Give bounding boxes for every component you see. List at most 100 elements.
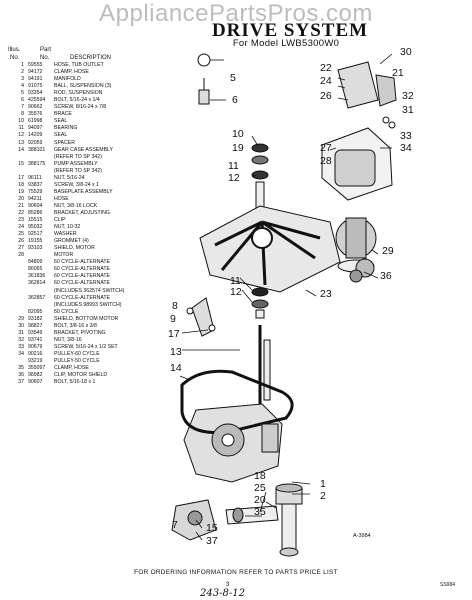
part-number-index: 17 — [18, 174, 24, 181]
page-number: 3 — [226, 582, 230, 588]
part-description: MOTOR — [54, 252, 74, 259]
part-description: CLIP — [54, 217, 66, 224]
part-number: 94097 — [28, 125, 43, 132]
part-number-index: 24 — [18, 224, 24, 231]
part-number: 85286 — [28, 209, 43, 216]
part-number: 59555 — [28, 62, 43, 68]
part-description: (INCLUDES 362574 SWITCH) — [54, 287, 125, 294]
part-description: BOLT, 3/8-16 x 3/8 — [54, 322, 97, 329]
tub-outlet-hose — [281, 503, 297, 553]
part-number: 388175 — [28, 160, 46, 167]
part-number-index: 27 — [18, 245, 24, 252]
parts-row: 8 35576 BRACE — [7, 111, 167, 118]
part-description: BOLT, 5/16-24 x 1/4 — [54, 97, 100, 104]
part-number-index: 6 — [21, 97, 24, 104]
part-number-index: 23 — [18, 217, 24, 224]
ordering-footer: FOR ORDERING INFORMATION REFER TO PARTS … — [134, 569, 338, 576]
part-description: SHIELD, MOTOR — [54, 245, 95, 252]
callout-29: 29 — [382, 245, 394, 257]
part-number: 362814 — [28, 280, 46, 287]
part-number-index: 33 — [18, 343, 24, 350]
part-number-index: 15 — [18, 160, 24, 167]
part-number-index: 3 — [21, 76, 24, 83]
part-description: PUMP ASSEMBLY — [54, 160, 98, 167]
part-description: BRACKET, PIVOTING — [54, 329, 106, 336]
part-description: CLAMP, HOSE — [54, 365, 89, 372]
callout-5: 5 — [230, 72, 236, 84]
part-description: BRACE — [54, 111, 72, 118]
part-number-index: 32 — [18, 336, 24, 343]
part-number-index: 5 — [21, 90, 24, 97]
part-description: 60 CYCLE-ALTERNATE — [54, 294, 111, 301]
parts-row: (INCLUDES 362574 SWITCH) — [7, 288, 167, 295]
part-description: CLAMP, HOSE — [54, 69, 89, 76]
callout-32: 32 — [402, 90, 414, 102]
callout-35: 35 — [254, 506, 266, 518]
part-number-index: 1 — [21, 62, 24, 68]
part-number-index: 11 — [18, 125, 24, 132]
part-number: 95032 — [28, 224, 43, 231]
part-number: 93103 — [28, 245, 43, 252]
part-description: BALL, SUSPENSION (3) — [54, 83, 112, 90]
callout-11: 11 — [228, 160, 239, 172]
pulley — [349, 269, 363, 283]
callout-36: 36 — [380, 270, 392, 282]
seal-top — [251, 143, 269, 153]
part-description: BEARING — [54, 125, 78, 132]
part-number-index: 26 — [18, 238, 24, 245]
part-number: 93837 — [28, 181, 43, 188]
part-number-index: 10 — [18, 118, 24, 125]
part-number: 90679 — [28, 343, 43, 350]
callout-24: 24 — [320, 75, 332, 87]
part-number: 90607 — [28, 379, 43, 386]
part-description: SCREW, 8/16-24 x 7/8 — [54, 104, 107, 111]
part-description: BRACKET, ADJUSTING — [54, 209, 110, 216]
part-number-index: 8 — [21, 111, 24, 118]
callout-21: 21 — [392, 67, 404, 79]
part-description: SPACER — [54, 139, 75, 146]
part-description: HOSE — [54, 195, 69, 202]
callout-15: 15 — [206, 522, 218, 534]
parts-row: (REFER TO SP 342) — [7, 168, 167, 175]
part-number: 90216 — [28, 350, 43, 357]
part-number: 94191 — [28, 76, 43, 83]
part-description: MANIFOLD — [54, 76, 81, 83]
part-number: 86065 — [28, 266, 43, 273]
part-number-index: 34 — [18, 350, 24, 357]
page-title: DRIVE SYSTEM — [211, 20, 369, 41]
part-number: 90662 — [28, 104, 43, 111]
part-description: (REFER TO SP 342) — [54, 167, 102, 174]
part-description: BASEPLATE ASSEMBLY — [54, 188, 113, 195]
part-number-index: 4 — [21, 83, 24, 90]
part-number: 355097 — [28, 365, 46, 372]
part-number: 93219 — [28, 357, 43, 364]
callout-19: 19 — [232, 142, 244, 154]
part-description: (INCLUDES 98993 SWITCH) — [54, 301, 122, 308]
part-number: 388101 — [28, 146, 46, 153]
part-number: 92517 — [28, 231, 43, 238]
part-description: SCREW, 5/16-24 x 1/2 SET — [54, 343, 118, 350]
part-number: 61998 — [28, 118, 43, 125]
drive-belt — [180, 369, 294, 435]
part-number: 35576 — [28, 111, 43, 118]
doc-id: SS984 — [440, 582, 456, 588]
part-number: 84809 — [28, 259, 43, 266]
callout-23: 23 — [320, 288, 332, 300]
part-number-index: 37 — [18, 379, 24, 386]
parts-row: 3 94191 MANIFOLD — [7, 76, 167, 83]
part-number: 19155 — [28, 238, 43, 245]
